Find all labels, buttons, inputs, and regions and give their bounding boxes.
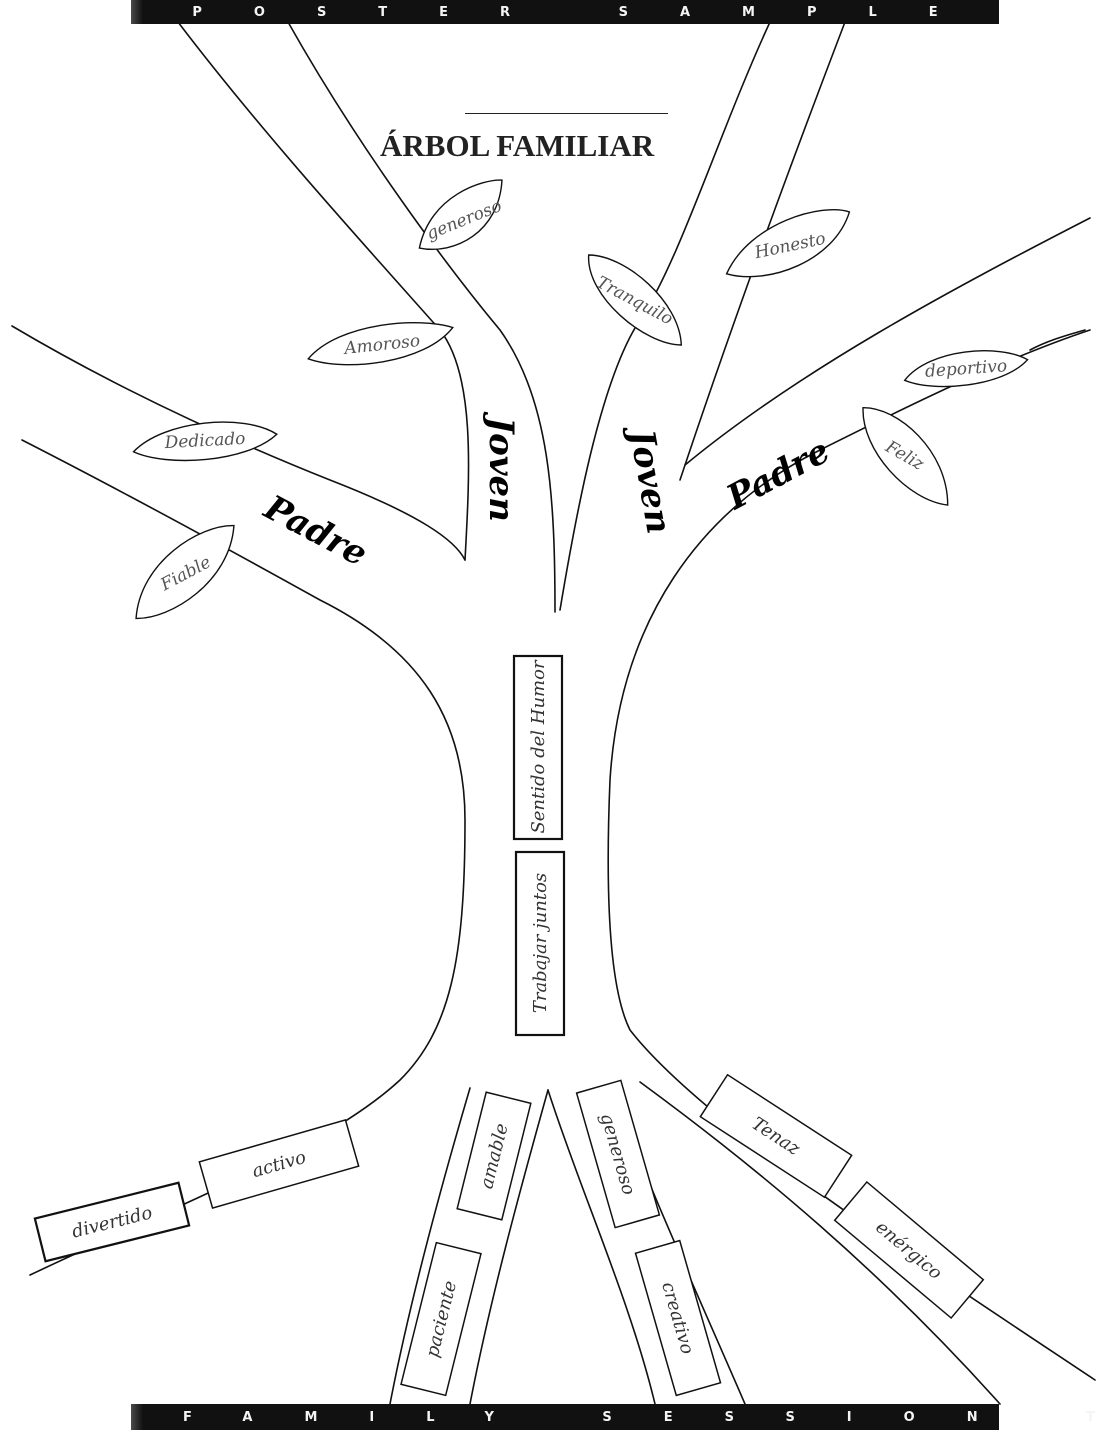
bottom-banner-text: FAMILY SESSION TWO xyxy=(131,1410,1051,1425)
leaf-fiable: Fiable xyxy=(115,518,255,627)
branch-left-joven-outer xyxy=(178,22,469,560)
leaf-honesto: Honesto xyxy=(718,204,859,283)
branch-right-padre-tip xyxy=(1030,330,1085,350)
box-sentido-del-humor: Sentido del Humor xyxy=(514,656,562,839)
leaf-tranquilo: Tranquilo xyxy=(569,249,702,351)
box-trabajar-juntos: Trabajar juntos xyxy=(516,852,564,1035)
box-amable: amable xyxy=(457,1092,531,1220)
label-joven-left: Joven xyxy=(481,411,521,522)
box-divertido: divertido xyxy=(35,1183,189,1261)
label-padre-right: Padre xyxy=(720,431,837,518)
leaf-amoroso: Amoroso xyxy=(306,318,456,370)
leaf-generoso: generoso xyxy=(405,175,518,258)
label-padre-left: Padre xyxy=(257,487,374,574)
box-energico: enérgico xyxy=(835,1182,984,1318)
leaf-feliz: Feliz xyxy=(839,401,972,510)
box-tenaz: Tenaz xyxy=(700,1075,851,1198)
box-activo: activo xyxy=(199,1120,358,1208)
svg-text:Sentido del Humor: Sentido del Humor xyxy=(528,659,549,833)
svg-text:Dedicado: Dedicado xyxy=(163,429,246,453)
label-joven-right: Joven xyxy=(620,421,679,537)
svg-text:Trabajar juntos: Trabajar juntos xyxy=(530,873,551,1013)
leaf-dedicado: Dedicado xyxy=(132,419,278,463)
box-paciente: paciente xyxy=(401,1243,481,1396)
leaf-deportivo: deportivo xyxy=(903,347,1029,389)
bottom-banner: FAMILY SESSION TWO xyxy=(131,1404,999,1430)
